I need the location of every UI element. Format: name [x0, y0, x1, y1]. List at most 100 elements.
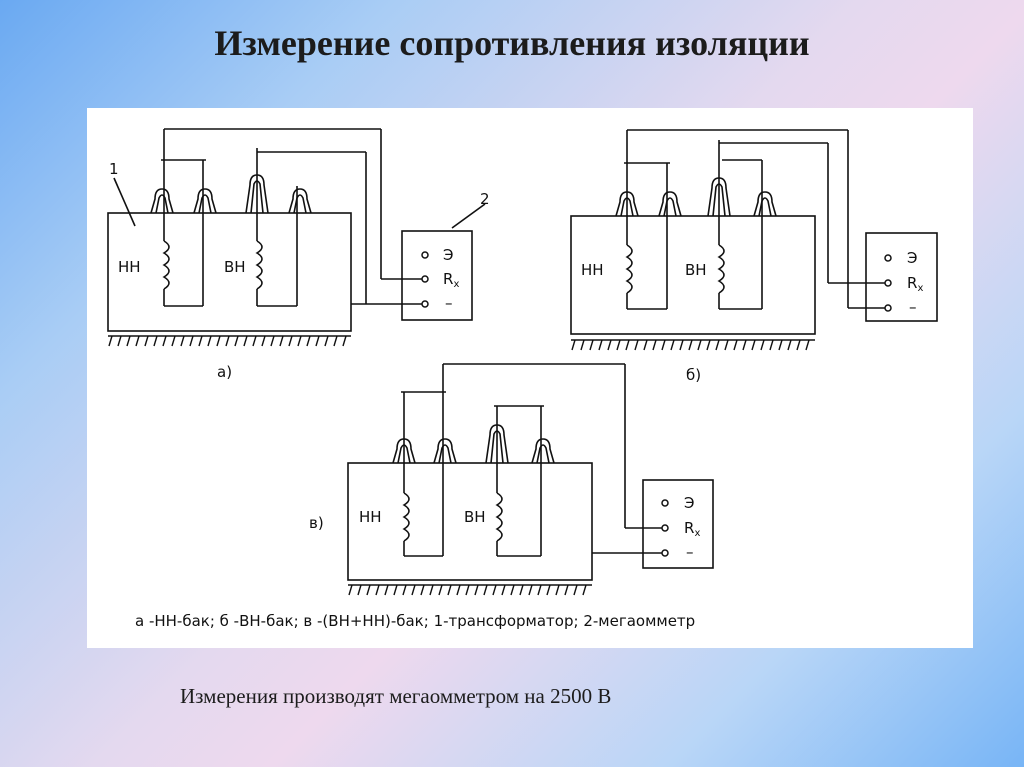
megger-a-label-minus: –	[445, 294, 453, 312]
megger-b-label-rx: Rx	[907, 274, 923, 294]
ground-tick	[796, 339, 801, 351]
ground-tick	[751, 339, 756, 351]
ground-tick	[661, 339, 666, 351]
ground-tick	[573, 584, 578, 596]
ground-tick	[144, 335, 149, 347]
megger-a-label-earth: Э	[443, 246, 453, 264]
ground-tick	[324, 335, 329, 347]
megger-c-label-x: x	[694, 528, 700, 539]
ground-tick	[234, 335, 239, 347]
transformer-tank-a	[107, 212, 352, 332]
diagram-caption: а -НН-бак; б -ВН-бак; в -(ВН+НН)-бак; 1-…	[135, 612, 695, 630]
ground-tick	[375, 584, 380, 596]
ground-ticks	[108, 335, 810, 596]
ground-tick	[607, 339, 612, 351]
ground-tick	[333, 335, 338, 347]
ground-tick	[643, 339, 648, 351]
bushings-c	[392, 424, 555, 464]
megger-c-label-minus: –	[686, 543, 694, 561]
ground-tick	[564, 584, 569, 596]
ground-tick	[571, 339, 576, 351]
ground-tick	[357, 584, 362, 596]
megger-a-label-x: x	[453, 279, 459, 290]
ground-tick	[616, 339, 621, 351]
ground-tick	[742, 339, 747, 351]
ground-tick	[189, 335, 194, 347]
ground-tick	[769, 339, 774, 351]
ground-tick	[805, 339, 810, 351]
ground-tick	[438, 584, 443, 596]
ground-tick	[537, 584, 542, 596]
ground-tick	[162, 335, 167, 347]
ground-tick	[465, 584, 470, 596]
winding-label-vn-a: ВН	[224, 258, 246, 276]
transformer-tank-c	[347, 462, 593, 581]
megger-a-label-r: R	[443, 270, 453, 288]
wires-c	[401, 363, 665, 554]
ground-tick	[288, 335, 293, 347]
ground-tick	[135, 335, 140, 347]
megger-c-label-r: R	[684, 519, 694, 537]
ground-tick	[117, 335, 122, 347]
ground-tick	[447, 584, 452, 596]
megger-a-label-rx: Rx	[443, 270, 459, 290]
ground-tick	[297, 335, 302, 347]
megger-c-label-earth: Э	[684, 494, 694, 512]
ground-tick	[153, 335, 158, 347]
ground-tick	[342, 335, 347, 347]
ground-tick	[582, 584, 587, 596]
ground-tick	[652, 339, 657, 351]
callout-transformer-number: 1	[109, 160, 119, 178]
winding-nn-c	[403, 392, 444, 557]
megger-c	[642, 479, 714, 569]
winding-vn-b	[718, 140, 763, 310]
winding-nn-a	[161, 159, 206, 307]
variant-c-circuit	[347, 363, 714, 586]
diagram-panel: 1 2 НН ВН НН ВН НН ВН Э Rx – Э Rx – Э Rx…	[87, 108, 973, 648]
ground-tick	[510, 584, 515, 596]
ground-tick	[252, 335, 257, 347]
ground-tick	[474, 584, 479, 596]
ground-tick	[589, 339, 594, 351]
ground-tick	[420, 584, 425, 596]
measurement-note: Измерения производят мегаомметром на 250…	[180, 684, 612, 708]
ground-tick	[787, 339, 792, 351]
transformer-tank-b	[570, 215, 816, 335]
ground-tick	[778, 339, 783, 351]
winding-label-vn-c: ВН	[464, 508, 486, 526]
ground-tick	[366, 584, 371, 596]
megger-b-label-minus: –	[909, 298, 917, 316]
megger-c-label-rx: Rx	[684, 519, 700, 539]
ground-tick	[456, 584, 461, 596]
ground-tick	[402, 584, 407, 596]
ground-tick	[171, 335, 176, 347]
ground-tick	[519, 584, 524, 596]
ground-tick	[429, 584, 434, 596]
ground-tick	[348, 584, 353, 596]
variant-b-circuit	[570, 129, 938, 341]
ground-tick	[306, 335, 311, 347]
ground-tick	[733, 339, 738, 351]
ground-tick	[528, 584, 533, 596]
ground-tick	[670, 339, 675, 351]
winding-label-vn-b: ВН	[685, 261, 707, 279]
megger-c-terminals	[661, 499, 669, 557]
megger-a-terminals	[421, 251, 429, 308]
ground-tick	[216, 335, 221, 347]
ground-tick	[625, 339, 630, 351]
megger-a	[401, 230, 473, 321]
ground-tick	[393, 584, 398, 596]
ground-tick	[279, 335, 284, 347]
ground-tick	[697, 339, 702, 351]
slide-title: Измерение сопротивления изоляции	[214, 23, 810, 63]
ground-tick	[315, 335, 320, 347]
megger-b-label-x: x	[917, 283, 923, 294]
callout-line-2	[451, 203, 486, 229]
megger-b-terminals	[884, 254, 892, 312]
variant-label-a: а)	[217, 363, 232, 381]
ground-tick	[207, 335, 212, 347]
callout-line-1	[113, 177, 136, 227]
bushings-b	[615, 177, 777, 217]
ground-tick	[384, 584, 389, 596]
winding-label-nn-a: НН	[118, 258, 141, 276]
